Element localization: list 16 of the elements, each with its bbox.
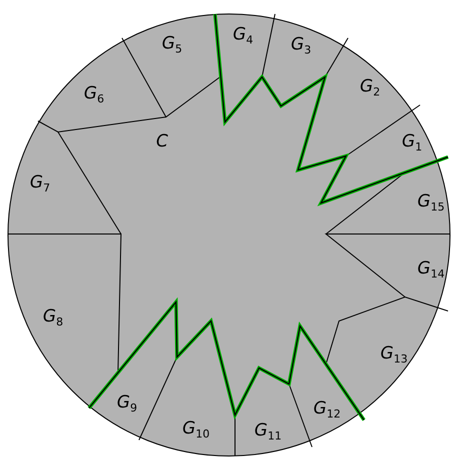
region-label: G$_{15}$ [417, 193, 445, 213]
region-label: G$_{8}$ [42, 308, 64, 328]
region-label: G$_{9}$ [116, 394, 138, 414]
region-label: G$_{6}$ [84, 85, 104, 105]
region-label: G$_{4}$ [232, 26, 254, 46]
region-label: G$_{12}$ [313, 400, 341, 420]
region-label: G$_{2}$ [360, 78, 380, 98]
region-label: G$_{10}$ [182, 420, 210, 440]
region-label: G$_{5}$ [162, 35, 182, 55]
region-label: C [156, 134, 168, 150]
region-label: G$_{14}$ [417, 260, 445, 280]
region-label: G$_{3}$ [290, 36, 312, 56]
region-label: G$_{13}$ [380, 345, 408, 365]
region-label: G$_{7}$ [30, 174, 50, 194]
region-label: G$_{11}$ [254, 422, 282, 442]
region-label: G$_{1}$ [402, 133, 422, 153]
